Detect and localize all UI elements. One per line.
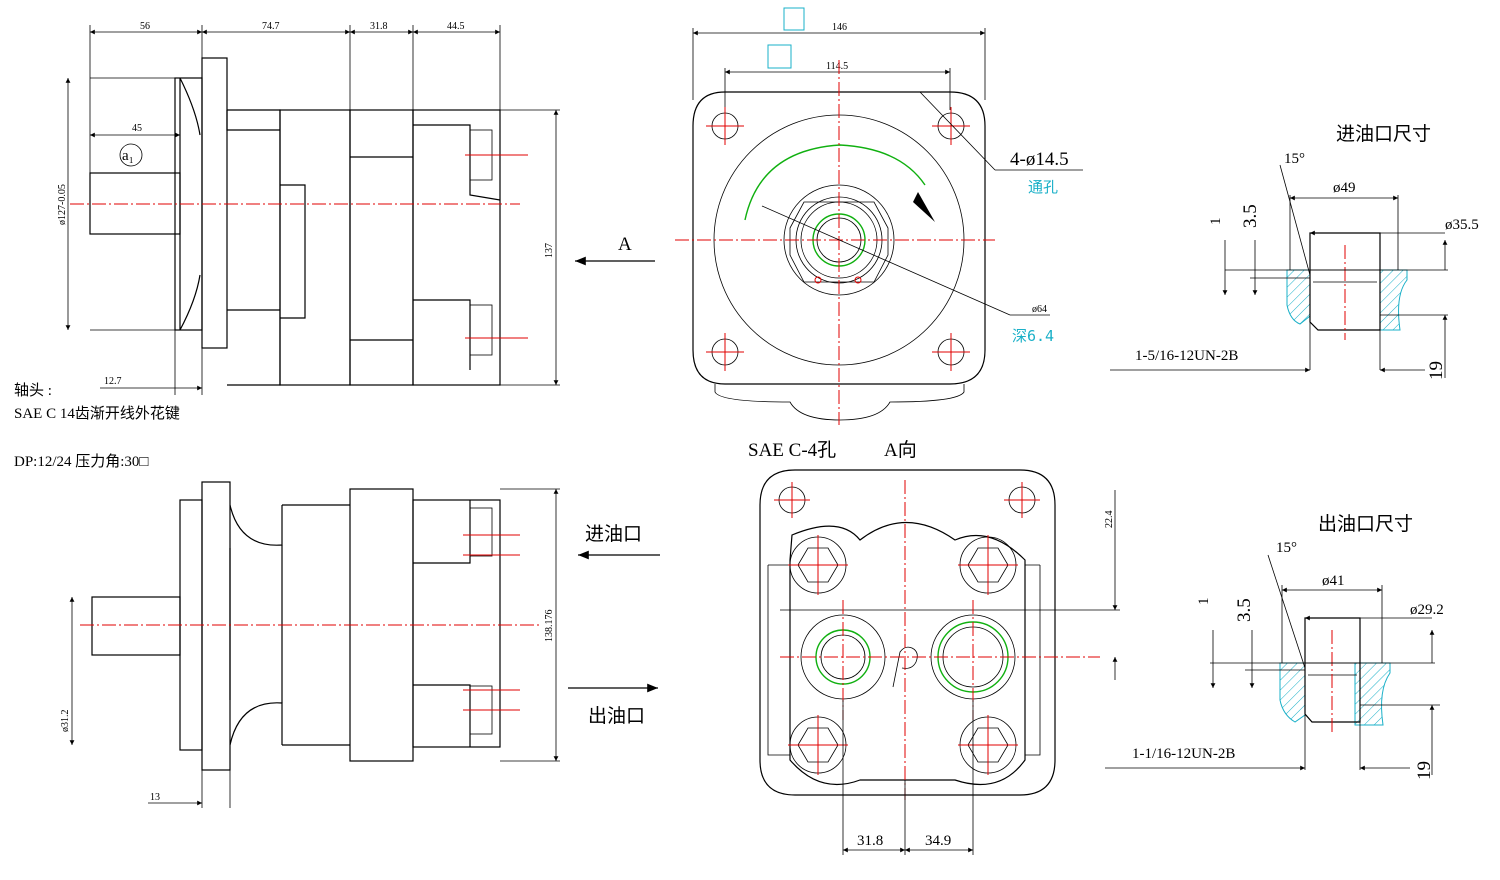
dim-31-8-top: 31.8 xyxy=(370,21,388,32)
rotation-arc xyxy=(744,144,926,221)
dim-22-4: 22.4 xyxy=(1104,511,1115,529)
outlet-port-detail: 出油口尺寸 ø41 ø29.2 15° 1 3.5 19 1-1/16-12UN… xyxy=(1105,513,1444,780)
depth-note: 深6.4 xyxy=(1012,327,1054,345)
dim-44-5: 44.5 xyxy=(447,21,465,32)
a-view-flange-outline xyxy=(759,469,1056,796)
note-line-3: DP:12/24 压力角:30□ xyxy=(14,453,149,470)
dim-dia-35-5: ø35.5 xyxy=(1445,217,1479,233)
outlet-port-label: 出油口 xyxy=(588,705,645,727)
dim-31-8-bottom: 31.8 xyxy=(857,833,883,849)
outlet-dim-3-5: 3.5 xyxy=(1234,598,1255,622)
dim-56: 56 xyxy=(140,21,150,32)
inlet-dim-19: 19 xyxy=(1426,361,1447,380)
top-dimension-row: 56 74.7 31.8 44.5 45 xyxy=(89,21,501,200)
inlet-port-label: 进油口 xyxy=(585,523,642,545)
inlet-port-detail: 进油口尺寸 ø49 ø35.5 15° 1 3.5 19 1-5/16-12UN… xyxy=(1110,123,1479,380)
note-line-1: 轴头 : xyxy=(14,382,52,399)
port-body-outline xyxy=(789,522,1026,786)
dim-dia-64: ø64 xyxy=(1032,304,1047,315)
dim-34-9: 34.9 xyxy=(925,833,951,849)
front-housing-top xyxy=(279,109,351,386)
inlet-detail-title: 进油口尺寸 xyxy=(1336,123,1431,145)
dim-dia-29-2: ø29.2 xyxy=(1410,602,1444,618)
dim-dia-127: ø127-0.05 xyxy=(57,184,68,225)
inlet-thread-spec: 1-5/16-12UN-2B xyxy=(1135,348,1238,364)
dim-137: 137 xyxy=(544,243,555,258)
dim-holes-4x14-5: 4-ø14.5 xyxy=(1010,149,1069,170)
port-face-bolts xyxy=(788,535,1018,775)
port-p-mark xyxy=(892,646,918,688)
outlet-dim-1: 1 xyxy=(1196,598,1212,606)
shaft-bottom xyxy=(91,596,181,656)
flange-outline xyxy=(692,91,986,385)
mounting-flange-bottom xyxy=(201,481,231,771)
gear-body-top xyxy=(349,109,414,386)
note-line-2: SAE C 14齿渐开线外花键 xyxy=(14,405,180,422)
note-circle-label: a₁ xyxy=(122,148,134,164)
view-a-label: A xyxy=(618,234,632,255)
dim-74-7: 74.7 xyxy=(262,21,280,32)
dim-114-5: 114.5 xyxy=(826,61,848,72)
outlet-thread-spec: 1-1/16-12UN-2B xyxy=(1132,746,1235,762)
dim-146: 146 xyxy=(832,22,847,33)
rear-cover-bottom xyxy=(412,499,501,748)
dim-13: 13 xyxy=(150,792,160,803)
outlet-dim-19: 19 xyxy=(1414,761,1435,780)
flange-front-view: 146 114.5 4-ø14. xyxy=(675,7,1083,425)
inlet-dim-3-5: 3.5 xyxy=(1240,204,1261,228)
dim-dia-31-2: ø31.2 xyxy=(60,710,71,733)
a-view: SAE C-4孔 A向 xyxy=(748,439,1120,855)
rear-cover-top xyxy=(412,109,501,386)
note-circle-a1 xyxy=(119,143,143,167)
dim-dia-41: ø41 xyxy=(1322,573,1345,589)
dim-12-7: 12.7 xyxy=(104,376,122,387)
bottom-side-view: 138.176 ø31.2 13 xyxy=(60,481,560,808)
flange-bolt-holes xyxy=(706,107,970,371)
gear-body-bottom xyxy=(349,488,414,762)
inlet-angle-15: 15° xyxy=(1284,151,1305,167)
top-side-view: 56 74.7 31.8 44.5 45 ø127-0.05 xyxy=(57,21,560,395)
through-hole-note: 通孔 xyxy=(1028,179,1058,196)
dim-45: 45 xyxy=(132,123,142,134)
port-arrows: A 进油口 出油口 xyxy=(568,234,660,727)
dim-dia-49: ø49 xyxy=(1333,180,1356,196)
dim-138-176: 138.176 xyxy=(544,610,555,643)
a-view-sae-label: SAE C-4孔 xyxy=(748,439,836,461)
mounting-flange-top xyxy=(201,57,228,349)
a-view-title: A向 xyxy=(884,439,917,461)
outlet-angle-15: 15° xyxy=(1276,540,1297,556)
shaft-notes: 轴头 : SAE C 14齿渐开线外花键 DP:12/24 压力角:30□ xyxy=(14,382,180,470)
inlet-dim-1: 1 xyxy=(1208,218,1224,226)
outlet-detail-title: 出油口尺寸 xyxy=(1318,513,1413,535)
